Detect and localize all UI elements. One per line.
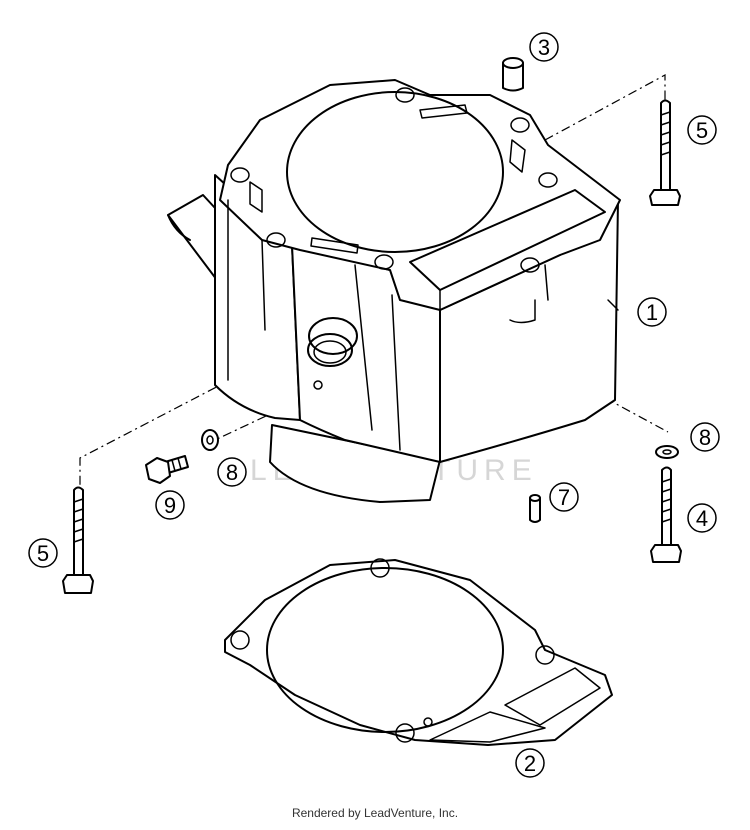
bolt-part-9 (145, 455, 189, 484)
callout-3: 3 (529, 32, 559, 62)
bolt-part-4 (650, 466, 682, 563)
base-gasket-part-2 (224, 558, 613, 746)
cylinder-exploded-diagram: LEADVENTURE (28, 32, 720, 778)
svg-text:1: 1 (646, 300, 658, 325)
callout-7: 7 (549, 482, 579, 512)
pin-part-7 (529, 494, 541, 523)
svg-text:3: 3 (538, 35, 550, 60)
callout-9: 9 (155, 490, 185, 520)
svg-text:4: 4 (696, 506, 708, 531)
stud-bolt-part-5-upper (649, 99, 681, 206)
callout-8-right: 8 (690, 422, 720, 452)
svg-text:5: 5 (696, 118, 708, 143)
svg-text:8: 8 (226, 460, 238, 485)
svg-text:8: 8 (699, 425, 711, 450)
svg-text:5: 5 (37, 541, 49, 566)
svg-text:9: 9 (164, 493, 176, 518)
callout-5-upper: 5 (687, 115, 717, 145)
dowel-sleeve-part-3 (502, 57, 524, 92)
washer-part-8-left (201, 429, 219, 451)
rendered-by-footer: Rendered by LeadVenture, Inc. (291, 806, 459, 820)
callout-8-left: 8 (217, 457, 247, 487)
stud-bolt-part-5-lower (62, 486, 94, 594)
svg-text:7: 7 (558, 485, 570, 510)
svg-text:2: 2 (524, 751, 536, 776)
callout-5-lower: 5 (28, 538, 58, 568)
callout-1: 1 (637, 297, 667, 327)
washer-part-8-right (655, 445, 679, 459)
callout-4: 4 (687, 503, 717, 533)
cylinder-part-1 (167, 79, 621, 503)
callout-2: 2 (515, 748, 545, 778)
